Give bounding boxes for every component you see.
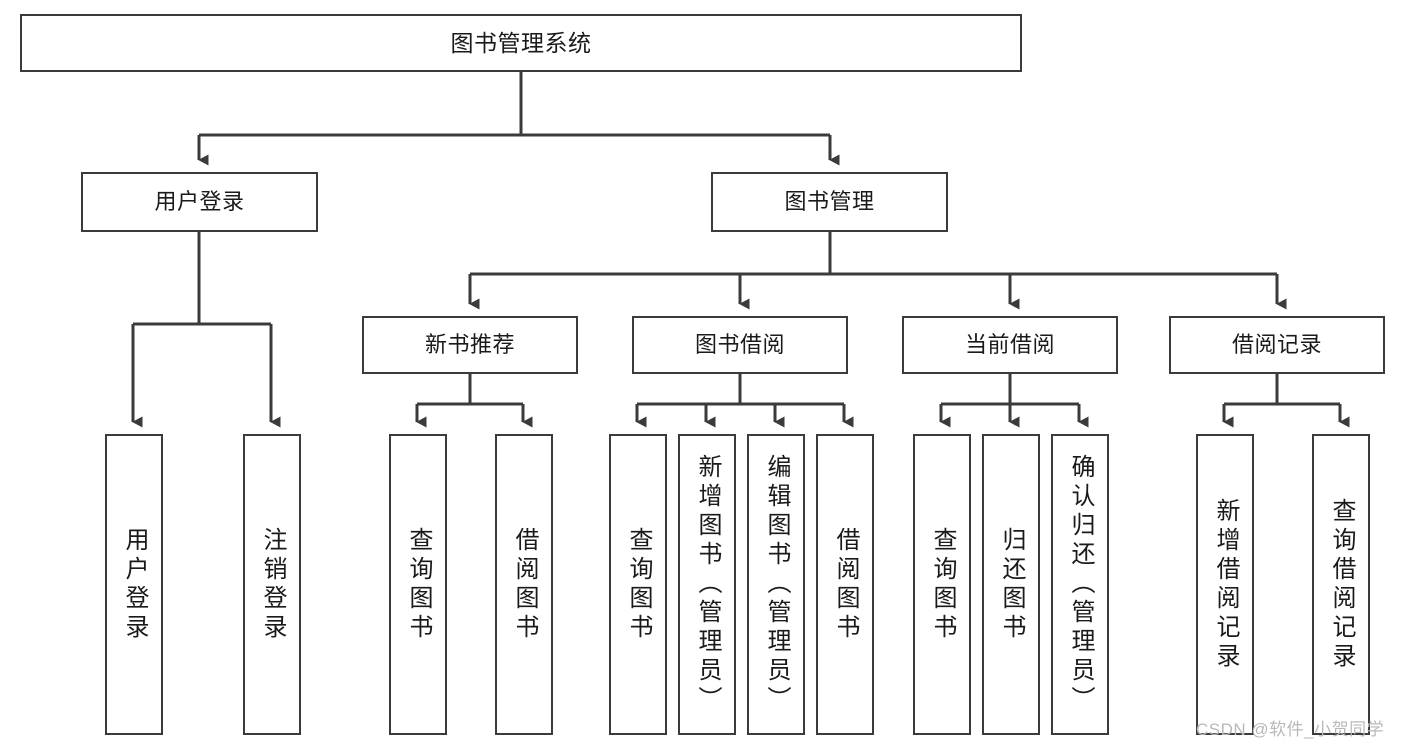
node-label: 查询图书 xyxy=(625,526,652,643)
leaf-user-login[interactable]: 用户登录 xyxy=(105,434,163,735)
node-label: 新增借阅记录 xyxy=(1212,497,1239,672)
leaf-return-book[interactable]: 归还图书 xyxy=(982,434,1040,735)
leaf-edit-book-admin[interactable]: 编辑图书（管理员） xyxy=(747,434,805,735)
node-label: 当前借阅 xyxy=(964,332,1055,358)
node-label: 图书借阅 xyxy=(694,332,785,358)
node-label: 新书推荐 xyxy=(424,332,515,358)
leaf-borrow-book[interactable]: 借阅图书 xyxy=(816,434,874,735)
leaf-query-book-recommend[interactable]: 查询图书 xyxy=(389,434,447,735)
node-label: 图书管理 xyxy=(784,189,875,215)
leaf-query-book-current[interactable]: 查询图书 xyxy=(913,434,971,735)
node-label: 查询图书 xyxy=(405,526,432,643)
leaf-logout[interactable]: 注销登录 xyxy=(243,434,301,735)
node-current-borrow[interactable]: 当前借阅 xyxy=(902,316,1118,374)
leaf-query-book-borrow[interactable]: 查询图书 xyxy=(609,434,667,735)
node-label: 借阅图书 xyxy=(832,526,859,643)
leaf-borrow-book-recommend[interactable]: 借阅图书 xyxy=(495,434,553,735)
node-label: 图书管理系统 xyxy=(450,29,592,56)
node-label: 确认归还（管理员） xyxy=(1067,454,1094,715)
node-label: 用户登录 xyxy=(121,526,148,643)
node-label: 借阅记录 xyxy=(1231,332,1322,358)
node-new-book-recommend[interactable]: 新书推荐 xyxy=(362,316,578,374)
node-label: 编辑图书（管理员） xyxy=(763,454,790,715)
node-label: 借阅图书 xyxy=(511,526,538,643)
leaf-confirm-return-admin[interactable]: 确认归还（管理员） xyxy=(1051,434,1109,735)
watermark-text: CSDN @软件_小贺同学 xyxy=(1196,720,1385,739)
node-label: 注销登录 xyxy=(259,526,286,643)
node-book-borrow[interactable]: 图书借阅 xyxy=(632,316,848,374)
leaf-add-borrow-record[interactable]: 新增借阅记录 xyxy=(1196,434,1254,735)
node-borrow-record[interactable]: 借阅记录 xyxy=(1169,316,1385,374)
node-book-management[interactable]: 图书管理 xyxy=(711,172,948,232)
node-label: 新增图书（管理员） xyxy=(694,454,721,715)
node-label: 查询图书 xyxy=(929,526,956,643)
leaf-add-book-admin[interactable]: 新增图书（管理员） xyxy=(678,434,736,735)
node-label: 归还图书 xyxy=(998,526,1025,643)
node-label: 用户登录 xyxy=(154,189,245,215)
node-user-login[interactable]: 用户登录 xyxy=(81,172,318,232)
node-root-system[interactable]: 图书管理系统 xyxy=(20,14,1022,72)
leaf-query-borrow-record[interactable]: 查询借阅记录 xyxy=(1312,434,1370,735)
node-label: 查询借阅记录 xyxy=(1328,497,1355,672)
